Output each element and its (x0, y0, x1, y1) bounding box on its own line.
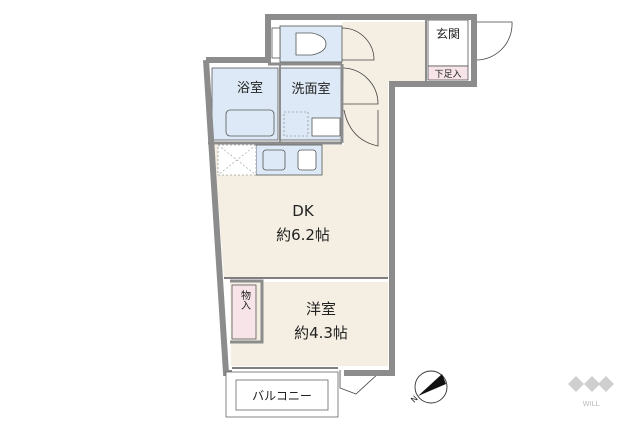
dk-door (343, 109, 379, 147)
balcony-door (339, 370, 381, 395)
hallway-floor-2 (344, 82, 388, 146)
closet-label: 物入 (239, 289, 251, 310)
western-room-label: 洋室 (306, 300, 336, 318)
washroom-door (341, 67, 379, 105)
bathroom-label: 浴室 (237, 80, 263, 96)
washroom-label: 洗面室 (291, 81, 330, 97)
dk-label: DK (292, 202, 315, 220)
toilet-tank (271, 27, 281, 59)
western-room-size: 約4.3帖 (294, 324, 348, 342)
balcony-label: バルコニー (252, 389, 312, 403)
toilet-bowl (295, 32, 327, 56)
balcony-outline (225, 371, 339, 418)
washbasin (311, 117, 341, 137)
svg-text:WILL: WILL (583, 400, 600, 408)
bathtub (225, 109, 275, 137)
washer-space (283, 111, 309, 137)
stove (297, 149, 317, 171)
shoe-storage (427, 65, 469, 81)
hallway-floor (342, 22, 426, 82)
western-room-floor (230, 282, 388, 366)
shoe-storage-label: 下足入 (434, 69, 461, 80)
toilet-door (341, 27, 375, 61)
entrance-label: 玄関 (436, 26, 460, 41)
compass-icon: N (409, 370, 448, 405)
will-logo: WILL (568, 376, 614, 408)
sink (262, 149, 286, 171)
closet (231, 284, 257, 340)
dk-floor (214, 145, 388, 277)
dk-size: 約6.2帖 (276, 226, 330, 244)
svg-text:N: N (409, 394, 420, 405)
front-door (475, 21, 513, 61)
